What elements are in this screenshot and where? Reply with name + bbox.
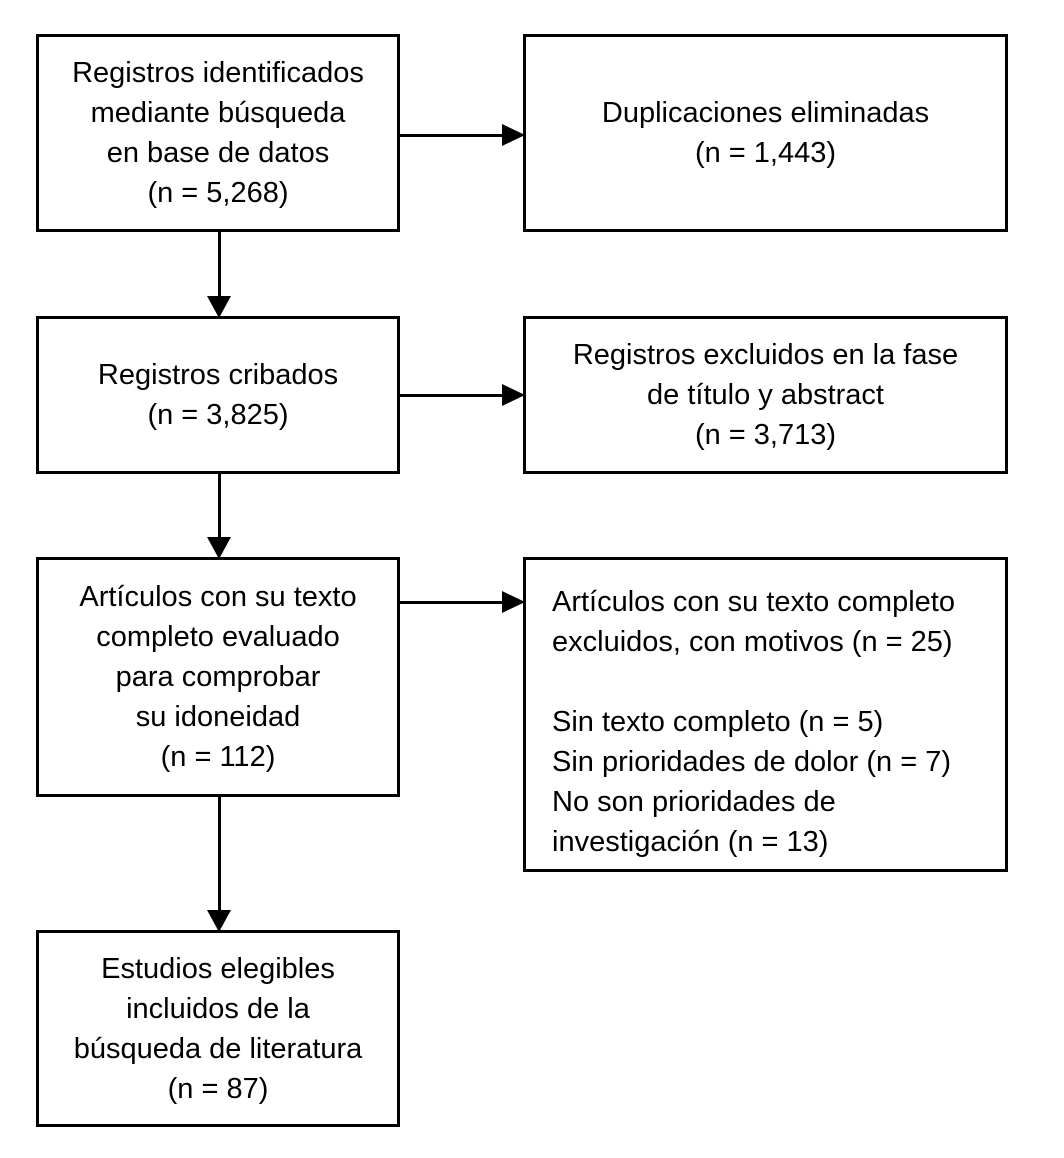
exclusion-reason: investigación (n = 13) [552, 826, 829, 858]
node-line: en base de datos [106, 137, 330, 169]
node-line: Duplicaciones eliminadas [601, 97, 930, 129]
node-count: (n = 1,443) [694, 137, 837, 169]
exclusion-reason: Sin texto completo (n = 5) [552, 706, 884, 738]
node-line: Estudios elegibles [101, 952, 335, 985]
node-line: incluidos de la [126, 992, 310, 1025]
node-studies-included: Estudios elegibles incluidos de la búsqu… [36, 930, 400, 1127]
arrow-shaft [218, 473, 221, 538]
node-fulltext-excluded-with-reasons: Artículos con su texto completo excluido… [523, 557, 1008, 872]
node-line: su idoneidad [135, 701, 301, 733]
node-records-excluded-title-abstract: Registros excluidos en la fase de título… [523, 316, 1008, 474]
arrow-down-identified-to-screened-icon [206, 231, 232, 318]
node-count: (n = 3,825) [147, 399, 289, 431]
node-fulltext-assessed: Artículos con su texto completo evaluado… [36, 557, 400, 797]
node-line: Artículos con su texto completo [552, 586, 955, 618]
node-line: mediante búsqueda [90, 97, 346, 129]
node-count: (n = 87) [167, 1072, 269, 1105]
node-line: completo evaluado [96, 621, 340, 653]
arrow-right-identified-to-duplicates-icon [400, 113, 525, 157]
node-line: Registros identificados [72, 57, 364, 89]
arrow-shaft [218, 796, 221, 911]
node-line: Artículos con su texto [79, 581, 357, 613]
node-duplicates-removed: Duplicaciones eliminadas (n = 1,443) [523, 34, 1008, 232]
arrow-shaft [400, 134, 503, 137]
arrow-head-down-icon [207, 296, 231, 318]
exclusion-reason: Sin prioridades de dolor (n = 7) [552, 746, 951, 778]
arrow-down-fulltext-to-included-icon [206, 796, 232, 932]
arrow-head-down-icon [207, 910, 231, 932]
arrow-head-right-icon [502, 124, 525, 146]
node-count: (n = 112) [160, 741, 276, 773]
node-count: (n = 5,268) [147, 177, 289, 209]
arrow-shaft [400, 601, 503, 604]
node-line: excluidos, con motivos (n = 25) [552, 626, 953, 658]
node-line: para comprobar [115, 661, 321, 693]
arrow-right-fulltext-to-excluded-icon [400, 580, 525, 624]
node-line: búsqueda de literatura [73, 1032, 363, 1065]
node-line: Registros excluidos en la fase [572, 339, 959, 371]
arrow-down-screened-to-fulltext-icon [206, 473, 232, 559]
node-count: (n = 3,713) [694, 419, 837, 451]
node-line: de título y abstract [647, 379, 884, 411]
arrow-shaft [218, 231, 221, 297]
arrow-right-screened-to-excluded-icon [400, 373, 525, 417]
node-line: Registros cribados [97, 359, 339, 391]
node-records-screened: Registros cribados (n = 3,825) [36, 316, 400, 474]
exclusion-reason: No son prioridades de [552, 786, 836, 818]
node-records-identified: Registros identificados mediante búsqued… [36, 34, 400, 232]
arrow-shaft [400, 394, 503, 397]
arrow-head-right-icon [502, 384, 525, 406]
arrow-head-right-icon [502, 591, 525, 613]
arrow-head-down-icon [207, 537, 231, 559]
